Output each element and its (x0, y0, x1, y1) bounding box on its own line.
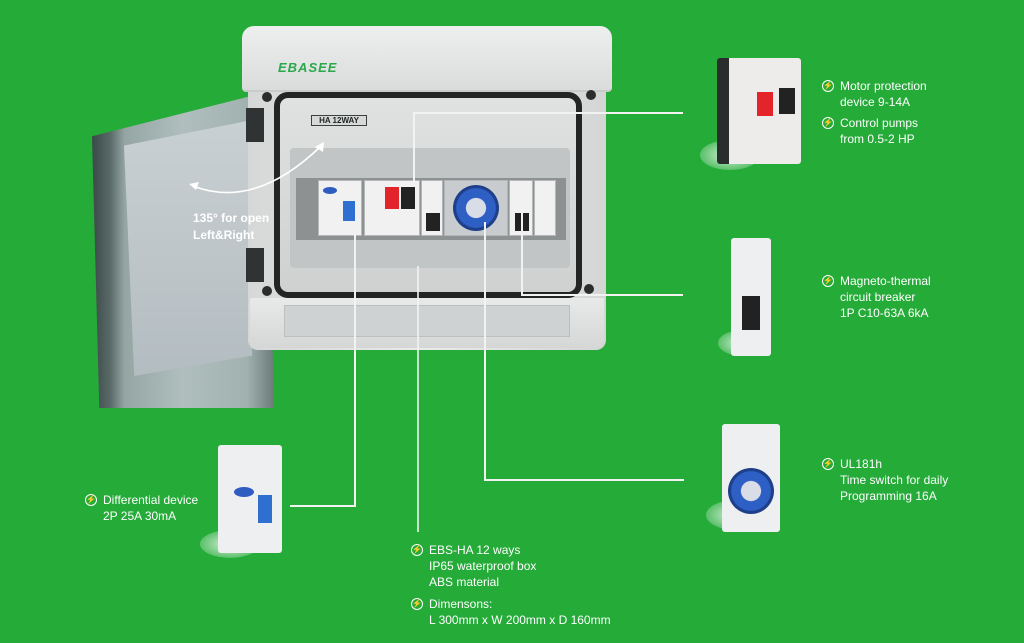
hinge-bottom (246, 248, 264, 282)
screw-icon (262, 286, 272, 296)
leader-line-motor-v (413, 112, 415, 184)
screw-icon (586, 90, 596, 100)
leader-line-mcb-v (521, 200, 523, 295)
rcd-test-badge (234, 487, 254, 497)
lightning-circle-icon: ⚡ (822, 275, 834, 287)
module-motor-protector (364, 180, 420, 236)
screw-icon (262, 92, 272, 102)
hinge-top (246, 108, 264, 142)
timer-dial-icon (728, 468, 774, 514)
front-recess (284, 305, 570, 337)
leader-line-mcb (521, 294, 683, 296)
note-time-switch: ⚡UL181h Time switch for daily Programmin… (822, 457, 949, 503)
start-button (385, 187, 399, 209)
timer-dial-icon (453, 185, 499, 231)
rcd-toggle (258, 495, 272, 523)
product-time-switch (722, 424, 780, 532)
stop-button (401, 187, 415, 209)
lightning-circle-icon: ⚡ (822, 80, 834, 92)
mcb-lever (426, 213, 440, 231)
door-glass-panel (124, 120, 252, 376)
note-motor-protection: ⚡Motor protection device 9-14A ⚡Control … (822, 79, 927, 146)
enclosure-lid-top (242, 26, 612, 92)
leader-line-enclosure (417, 266, 419, 532)
mcb-lever (742, 296, 760, 330)
module-blank (534, 180, 556, 236)
product-mcb (731, 238, 771, 356)
note-differential: ⚡Differential device 2P 25A 30mA (85, 493, 199, 523)
rotation-arrow-icon (189, 142, 324, 194)
lightning-circle-icon: ⚡ (822, 117, 834, 129)
start-button (757, 92, 773, 116)
door-open-caption: 135° for open Left&Right (193, 211, 270, 242)
lightning-circle-icon: ⚡ (822, 458, 834, 470)
product-rcd (218, 445, 282, 553)
product-motor-protector (717, 58, 801, 164)
lightning-circle-icon: ⚡ (411, 598, 423, 610)
module-mcb-1 (421, 180, 443, 236)
note-enclosure-specs: ⚡EBS-HA 12 ways IP65 waterproof box ABS … (411, 543, 611, 627)
leader-line-motor (413, 112, 683, 114)
leader-line-rcd (290, 505, 356, 507)
label-plate: HA 12WAY (311, 115, 367, 126)
leader-line-timer-v (484, 222, 486, 480)
stop-button (779, 88, 795, 114)
leader-line-rcd-v (354, 226, 356, 506)
note-circuit-breaker: ⚡Magneto-thermal circuit breaker 1P C10-… (822, 274, 931, 320)
brand-logo: EBASEE (278, 60, 338, 75)
lightning-circle-icon: ⚡ (411, 544, 423, 556)
lightning-circle-icon: ⚡ (85, 494, 97, 506)
rcd-toggle (343, 201, 355, 221)
leader-line-timer (484, 479, 684, 481)
rcd-test-badge (323, 187, 337, 194)
screw-icon (584, 284, 594, 294)
module-time-switch (444, 180, 508, 236)
